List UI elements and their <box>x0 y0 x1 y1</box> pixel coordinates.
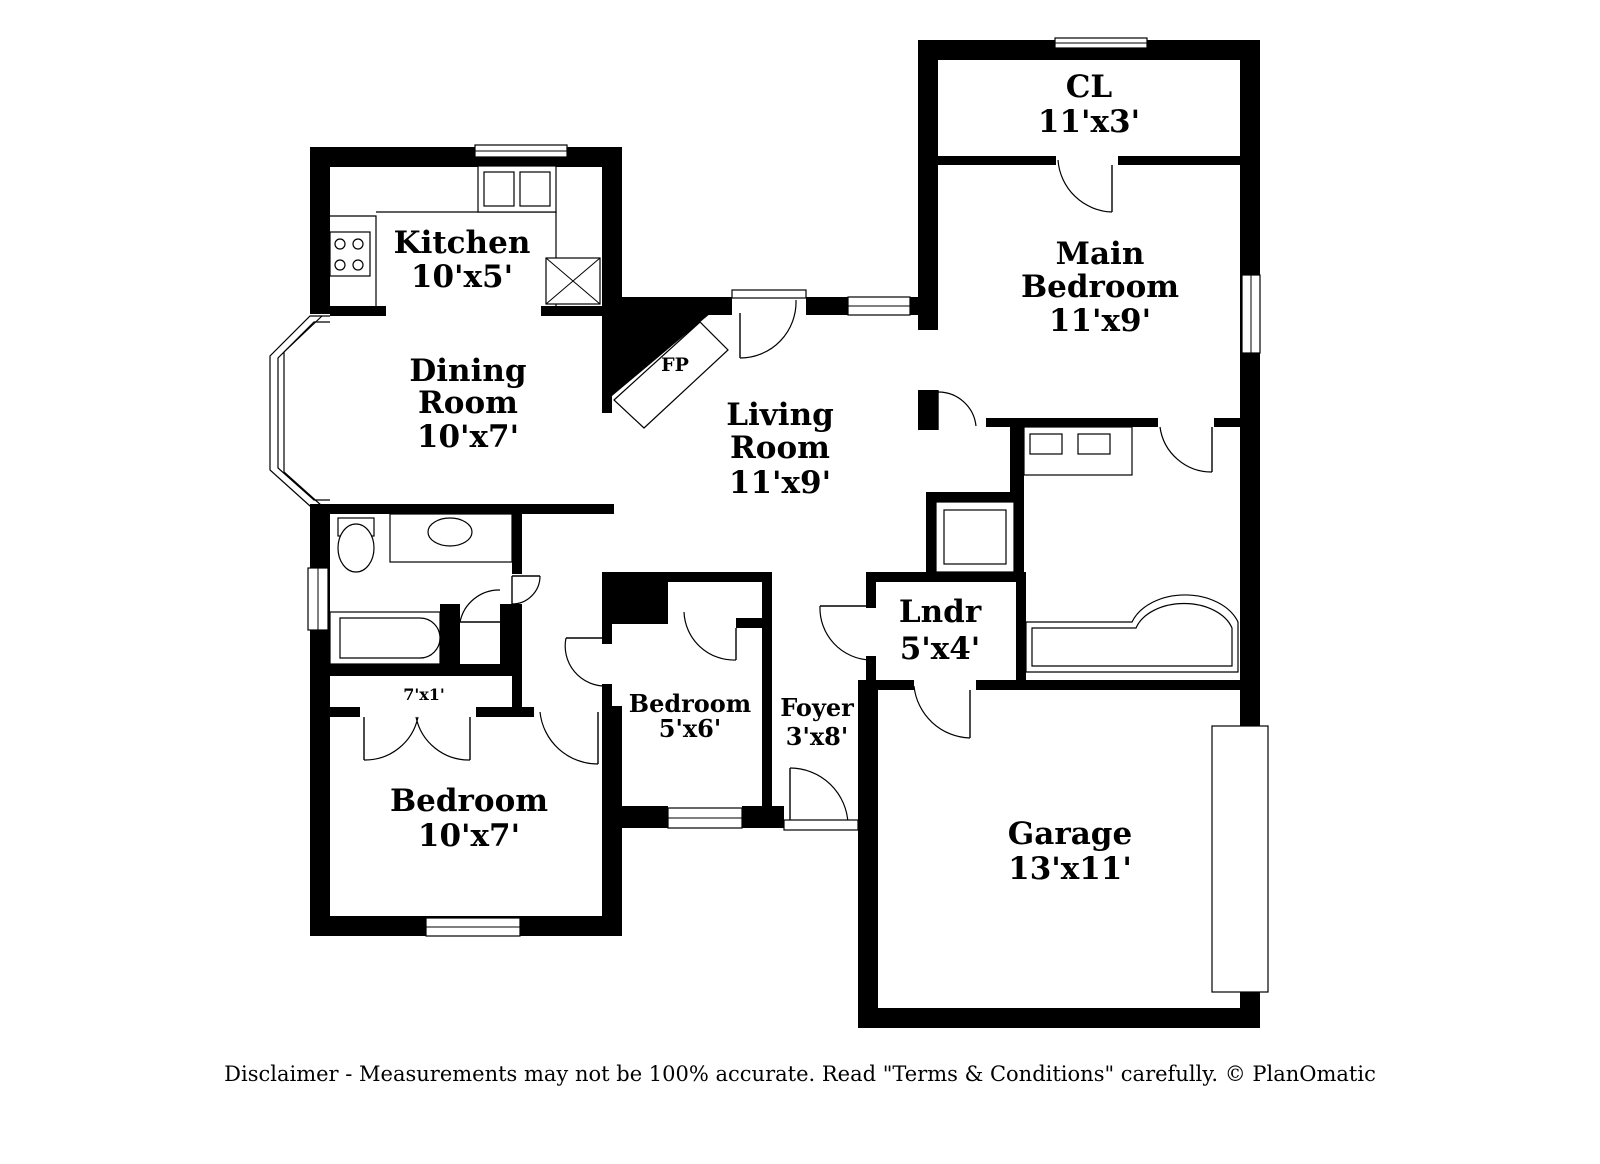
door-bedroom <box>539 711 599 765</box>
room-garage-name: Garage <box>1008 816 1132 852</box>
room-dining-name-1: Dining <box>409 353 526 389</box>
disclaimer-text: Disclaimer - Measurements may not be 100… <box>224 1062 1376 1086</box>
room-living-name-2: Room <box>730 430 830 466</box>
room-foyer-name: Foyer <box>780 693 854 722</box>
room-small-bedroom-size: 5'x6' <box>659 714 721 743</box>
fireplace-label: FP <box>661 354 689 376</box>
windows <box>269 37 1269 993</box>
door-closet-double <box>363 716 471 761</box>
window-cl-top <box>1054 37 1148 49</box>
door-cl <box>1057 159 1113 213</box>
room-cl-name: CL <box>1066 69 1113 105</box>
door-bath-hall <box>511 575 541 605</box>
room-kitchen-name: Kitchen <box>394 225 531 261</box>
room-small-bedroom-name: Bedroom <box>629 689 751 718</box>
window-living-top <box>847 296 911 316</box>
door-front <box>783 767 859 831</box>
doors <box>363 159 1213 831</box>
door-laundry <box>819 605 871 661</box>
room-laundry-name: Lndr <box>899 594 982 630</box>
room-cl-size: 11'x3' <box>1038 104 1140 140</box>
door-garage <box>913 685 971 739</box>
door-small-bedroom <box>564 637 607 687</box>
bathtub <box>329 611 441 665</box>
room-living-size: 11'x9' <box>729 465 831 501</box>
shower <box>935 501 1015 573</box>
door-living-top <box>731 289 807 359</box>
room-main-bedroom-name-1: Main <box>1056 236 1145 272</box>
stove <box>329 231 371 277</box>
garden-tub <box>1025 594 1239 673</box>
room-bedroom-name: Bedroom <box>390 783 548 819</box>
room-bedroom-size: 10'x7' <box>418 818 520 854</box>
fixtures <box>329 165 1239 673</box>
room-labels: CL 11'x3' Main Bedroom 11'x9' Kitchen 10… <box>390 69 1179 887</box>
room-foyer-size: 3'x8' <box>786 722 848 751</box>
kitchen-sink <box>477 165 557 213</box>
window-kitchen-top <box>474 144 568 158</box>
window-bedroom-bottom <box>425 917 521 937</box>
window-small-bedroom-bottom <box>667 807 743 829</box>
door-small-bedroom-closet <box>683 611 737 661</box>
bath-vanity <box>389 513 513 563</box>
room-kitchen-size: 10'x5' <box>411 259 513 295</box>
window-bath-left <box>307 567 329 631</box>
room-dining-size: 10'x7' <box>417 419 519 455</box>
closet-size: 7'x1' <box>403 685 445 704</box>
door-bath-inner <box>459 589 501 623</box>
room-living-name-1: Living <box>726 397 834 433</box>
door-master-bath <box>1159 426 1213 473</box>
toilet <box>337 517 375 573</box>
room-laundry-size: 5'x4' <box>900 631 981 667</box>
room-main-bedroom-size: 11'x9' <box>1049 303 1151 339</box>
window-main-bedroom-right <box>1241 274 1261 354</box>
window-bay-dining <box>269 315 330 507</box>
room-garage-size: 13'x11' <box>1008 851 1132 887</box>
room-main-bedroom-name-2: Bedroom <box>1021 269 1179 305</box>
room-dining-name-2: Room <box>418 385 518 421</box>
master-vanity <box>1023 426 1133 476</box>
garage-door <box>1211 725 1269 993</box>
door-main-bedroom <box>937 390 977 430</box>
fireplace-hearth <box>613 321 729 429</box>
